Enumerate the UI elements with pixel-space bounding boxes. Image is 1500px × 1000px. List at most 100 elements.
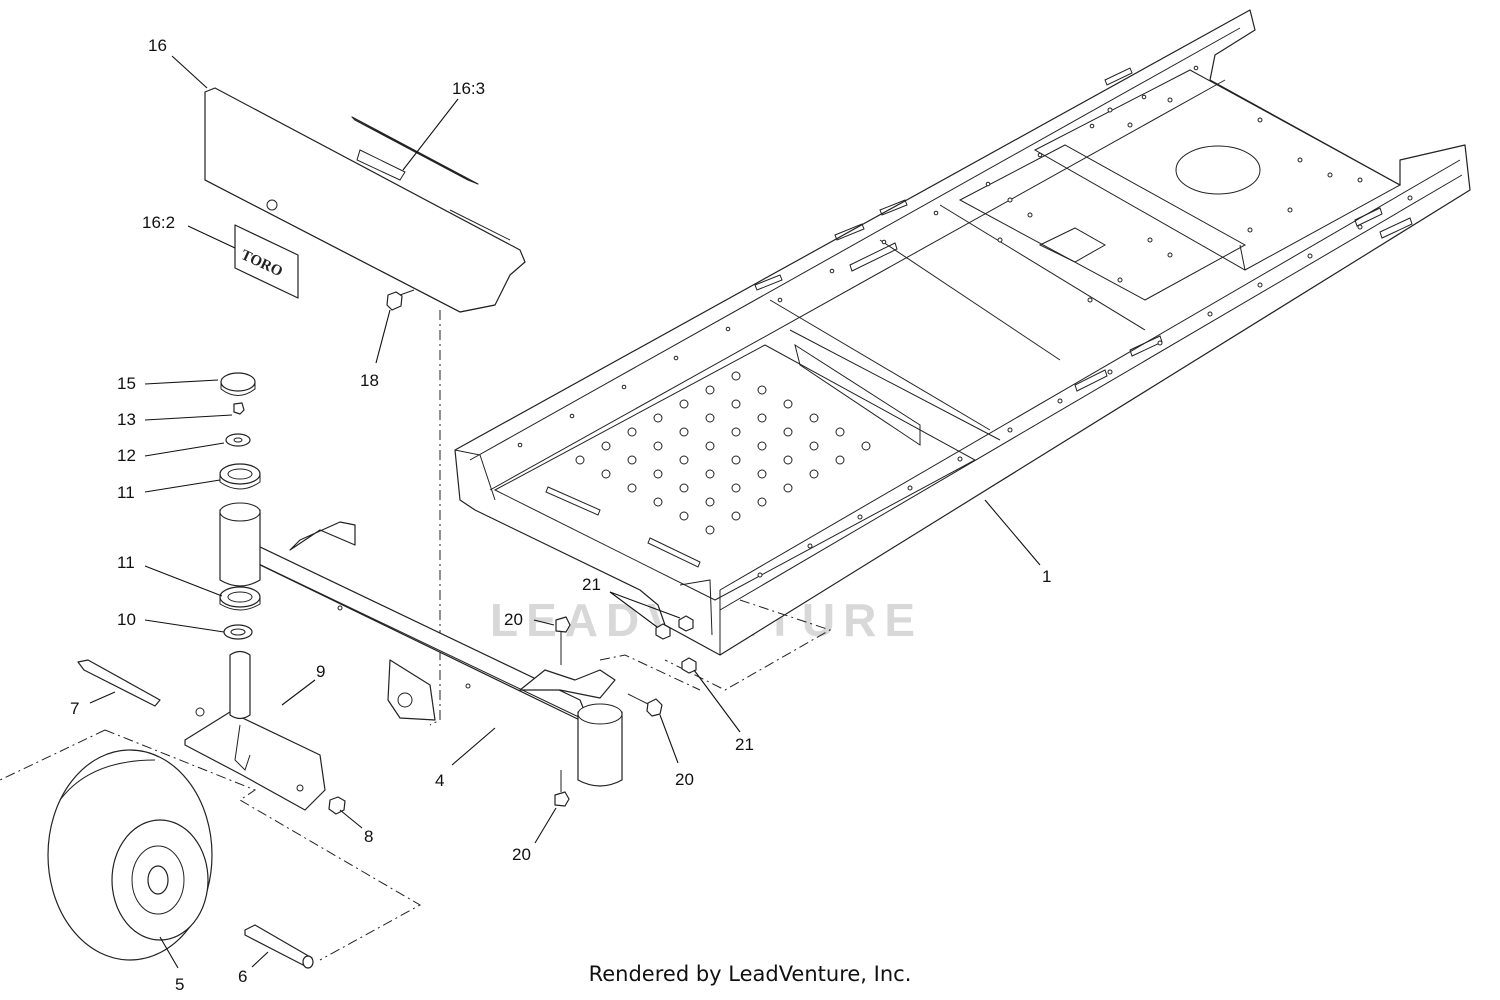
frame-hole (907, 485, 913, 491)
frame-hole (705, 469, 715, 479)
frame-hole (757, 572, 763, 578)
frame-hole (1257, 117, 1263, 123)
cover-strip (351, 116, 479, 185)
frame-hole (933, 210, 939, 216)
frame-hole (829, 268, 835, 274)
frame-hole (1307, 253, 1313, 259)
frame-hole (731, 511, 741, 521)
callout-labels: 16 16:3 16:2 18 15 13 12 11 11 10 9 7 8 … (70, 36, 1051, 994)
callout-11-upper: 11 (117, 483, 135, 502)
frame-hole (673, 355, 679, 361)
frame-hole (731, 427, 741, 437)
frame-hole (1107, 369, 1113, 375)
bearing-11-upper (219, 463, 261, 490)
frame-hole (731, 455, 741, 465)
callout-21-upper: 21 (582, 575, 601, 594)
nut-8 (328, 796, 346, 815)
frame-hole (679, 483, 689, 493)
frame-hole (757, 441, 767, 451)
frame-hole (1007, 197, 1013, 203)
frame-holes (517, 65, 1413, 578)
frame-hole (1297, 157, 1303, 163)
front-axle (219, 502, 623, 787)
frame-hole (517, 442, 523, 448)
frame-hole (1007, 427, 1013, 433)
frame-hole (809, 413, 819, 423)
frame-hole (569, 413, 575, 419)
frame-hole (783, 427, 793, 437)
frame-hole (679, 399, 689, 409)
frame-hole (627, 483, 637, 493)
frame-hole (679, 455, 689, 465)
frame-hole (725, 326, 731, 332)
callout-8: 8 (364, 827, 373, 846)
callout-7: 7 (70, 699, 79, 718)
axle-bolt-7 (77, 659, 161, 707)
frame-hole (1357, 224, 1363, 230)
frame-hole (1327, 172, 1333, 178)
washer-12 (225, 433, 251, 447)
bearing-11-lower (219, 586, 261, 611)
frame-hole (861, 441, 871, 451)
frame-hole (881, 239, 887, 245)
callout-16: 16 (148, 36, 167, 55)
callout-1: 1 (1042, 567, 1051, 586)
frame-hole (783, 399, 793, 409)
callout-5: 5 (175, 975, 184, 994)
callout-15: 15 (117, 374, 136, 393)
frame-hole (1117, 277, 1123, 283)
frame-hole (653, 413, 663, 423)
callout-16-3: 16:3 (452, 79, 485, 98)
frame-hole (653, 469, 663, 479)
callout-20-right: 20 (675, 770, 694, 789)
frame-hole (1287, 207, 1293, 213)
frame-hole (653, 441, 663, 451)
frame-hole (783, 455, 793, 465)
frame-hole (1167, 97, 1173, 103)
frame-hole (1141, 94, 1147, 100)
frame-hole (731, 371, 741, 381)
frame-hole (783, 483, 793, 493)
frame-hole (731, 399, 741, 409)
frame-hole (1107, 107, 1113, 113)
frame-hole (679, 511, 689, 521)
bolt-20-right (627, 693, 663, 717)
bolt-20-lower (554, 770, 570, 807)
frame-hole (757, 385, 767, 395)
frame-hole (679, 427, 689, 437)
frame-hole (809, 441, 819, 451)
frame-hole (705, 497, 715, 507)
frame-hole (757, 413, 767, 423)
frame-hole (705, 525, 715, 535)
frame-hole (1247, 227, 1253, 233)
frame-hole (1147, 237, 1153, 243)
frame-hole (627, 455, 637, 465)
frame-hole (731, 483, 741, 493)
caster-wheel (47, 749, 213, 961)
front-cover (204, 87, 526, 313)
frame-hole (997, 237, 1003, 243)
frame-hole (627, 427, 637, 437)
callout-9: 9 (316, 662, 325, 681)
frame-hole (835, 455, 845, 465)
callout-12: 12 (117, 446, 136, 465)
frame-hole (807, 543, 813, 549)
frame-hole (985, 181, 991, 187)
frame-hole (1087, 297, 1093, 303)
alignment-line-cover (429, 310, 441, 726)
bolt-18 (386, 289, 415, 311)
frame-hole (1407, 195, 1413, 201)
render-credit: Rendered by LeadVenture, Inc. (588, 962, 912, 986)
dust-cap-15 (220, 372, 256, 396)
frame-hole (757, 469, 767, 479)
frame-hole (1037, 152, 1043, 158)
frame-hole (705, 385, 715, 395)
frame-hole (757, 497, 767, 507)
main-frame (454, 9, 1471, 656)
frame-hole (809, 469, 819, 479)
bolt-13 (233, 402, 245, 415)
nut-21-left (655, 623, 671, 640)
callout-13: 13 (117, 410, 136, 429)
nut-21-right (678, 615, 694, 632)
